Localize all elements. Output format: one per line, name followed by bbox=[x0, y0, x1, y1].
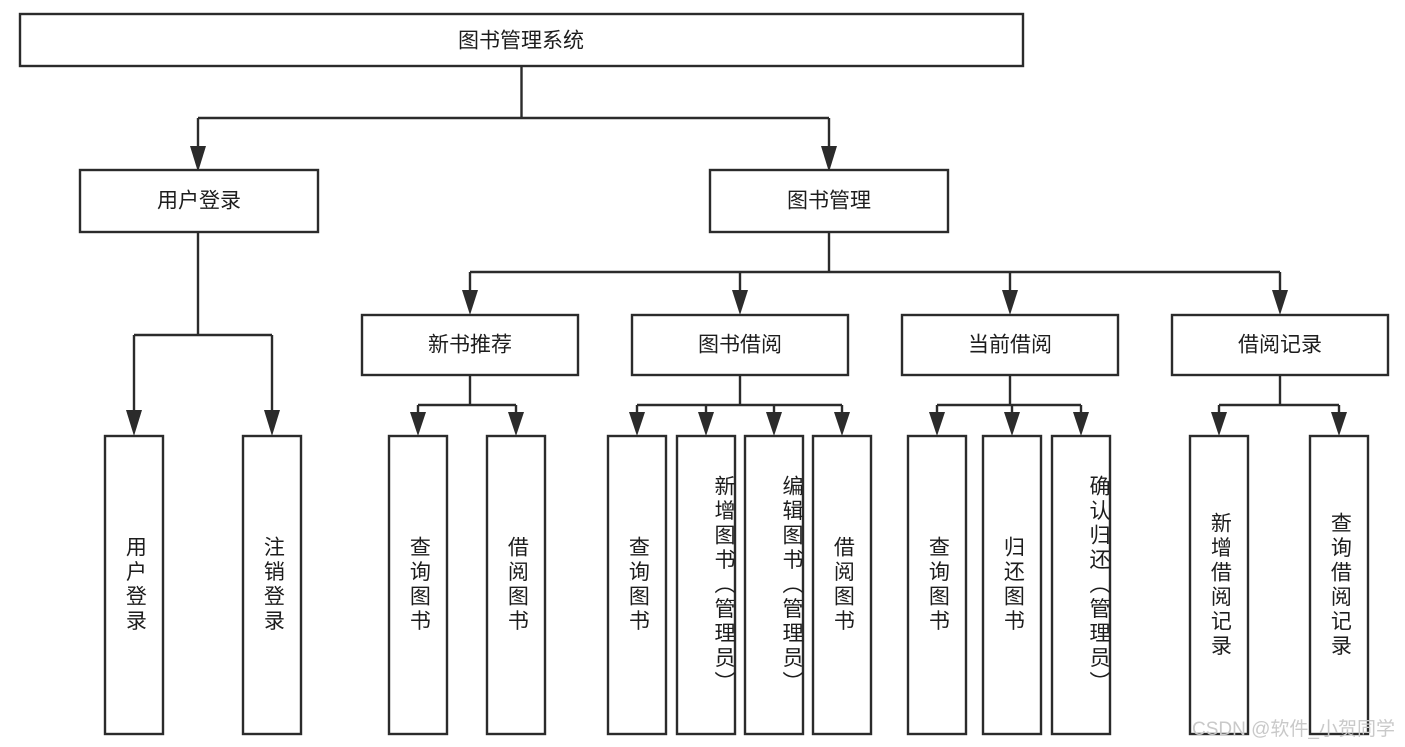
leaf-box-12[interactable] bbox=[1188, 434, 1250, 736]
node-box-new-book[interactable] bbox=[360, 313, 580, 377]
csdn-watermark: CSDN @软件_小贺同学 bbox=[1192, 719, 1395, 740]
arrow-to-leaf-borrow-book-b bbox=[834, 412, 850, 436]
node-label-user-login: 用户登录 bbox=[157, 190, 241, 213]
leaf-box-13[interactable] bbox=[1308, 434, 1370, 736]
node-label-new-book: 新书推荐 bbox=[428, 334, 512, 357]
arrow-to-leaf-user-login bbox=[126, 410, 142, 436]
node-layer bbox=[18, 12, 1390, 736]
node-box-record[interactable] bbox=[1170, 313, 1390, 377]
node-label-root: 图书管理系统 bbox=[458, 30, 584, 53]
node-label-record: 借阅记录 bbox=[1238, 334, 1322, 357]
node-box-borrow[interactable] bbox=[630, 313, 850, 377]
arrow-to-new-book-recommend bbox=[462, 290, 478, 315]
leaf-box-7[interactable] bbox=[743, 434, 805, 736]
connector-layer bbox=[126, 66, 1347, 436]
arrow-to-leaf-edit-book bbox=[766, 412, 782, 436]
arrow-to-leaf-logout bbox=[264, 410, 280, 436]
arrow-to-leaf-add-record bbox=[1211, 412, 1227, 436]
leaf-box-8[interactable] bbox=[811, 434, 873, 736]
node-box-book-mgmt[interactable] bbox=[708, 168, 950, 234]
leaf-box-10[interactable] bbox=[981, 434, 1043, 736]
leaf-box-2[interactable] bbox=[241, 434, 303, 736]
node-label-book-mgmt: 图书管理 bbox=[787, 190, 871, 213]
leaf-box-11[interactable] bbox=[1050, 434, 1112, 736]
leaf-box-5[interactable] bbox=[606, 434, 668, 736]
arrow-to-borrow-record bbox=[1272, 290, 1288, 315]
leaf-box-6[interactable] bbox=[675, 434, 737, 736]
arrow-to-leaf-query-book-a bbox=[410, 412, 426, 436]
arrow-to-book-borrow bbox=[732, 290, 748, 315]
arrow-to-leaf-query-book-b bbox=[629, 412, 645, 436]
node-label-borrow: 图书借阅 bbox=[698, 334, 782, 357]
leaf-box-9[interactable] bbox=[906, 434, 968, 736]
arrow-to-book-mgmt bbox=[821, 146, 837, 172]
arrow-to-leaf-confirm-return bbox=[1073, 412, 1089, 436]
arrow-to-leaf-query-book-c bbox=[929, 412, 945, 436]
node-label-current: 当前借阅 bbox=[968, 334, 1052, 357]
arrow-to-leaf-add-book bbox=[698, 412, 714, 436]
arrow-to-leaf-return-book bbox=[1004, 412, 1020, 436]
node-box-user-login[interactable] bbox=[78, 168, 320, 234]
label-layer: 图书管理系统 用户登录 图书管理 新书推荐 图书借阅 当前借阅 借阅记录 bbox=[157, 30, 1322, 357]
node-box-root[interactable] bbox=[18, 12, 1025, 68]
leaf-box-3[interactable] bbox=[387, 434, 449, 736]
arrow-to-leaf-query-record bbox=[1331, 412, 1347, 436]
arrow-to-user-login bbox=[190, 146, 206, 172]
leaf-box-4[interactable] bbox=[485, 434, 547, 736]
node-box-current[interactable] bbox=[900, 313, 1120, 377]
leaf-box-1[interactable] bbox=[103, 434, 165, 736]
arrow-to-leaf-borrow-book-a bbox=[508, 412, 524, 436]
arrow-to-current-borrow bbox=[1002, 290, 1018, 315]
